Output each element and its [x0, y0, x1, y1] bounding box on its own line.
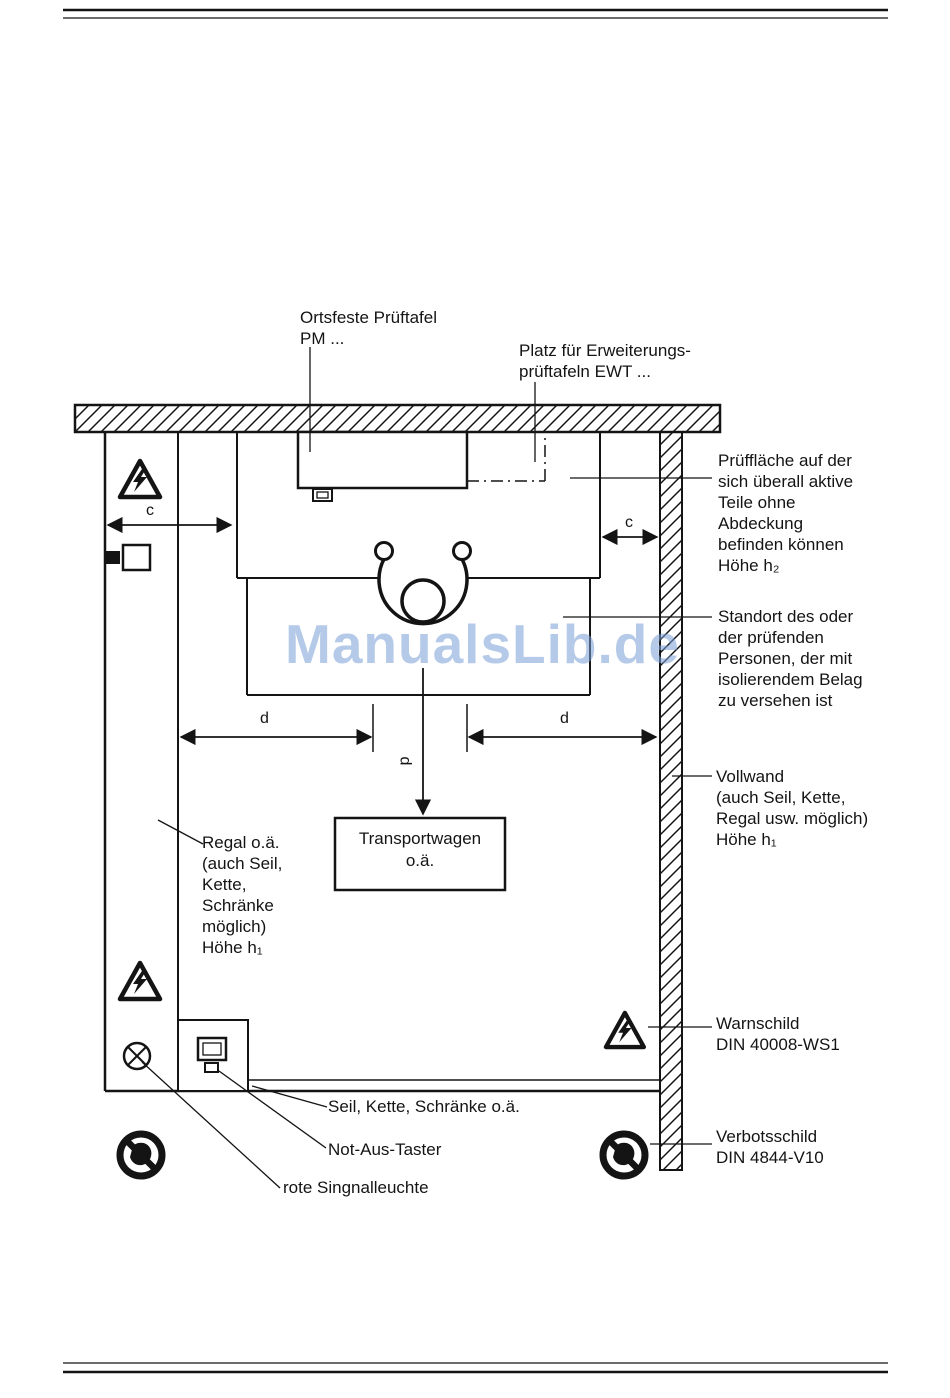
test-panel [296, 430, 469, 490]
label-rote-signalleuchte: rote Singnalleuchte [283, 1178, 429, 1197]
label-verbotsschild: Verbotsschild DIN 4844-V10 [716, 1127, 824, 1167]
transport-box [333, 816, 507, 892]
label-warnschild: Warnschild DIN 40008-WS1 [716, 1014, 840, 1054]
warning-triangle-icon [120, 461, 160, 497]
right-wall [659, 431, 683, 1171]
label-vollwand: Vollwand (auch Seil, Kette, Regal usw. m… [716, 767, 869, 849]
label-regal: Regal o.ä. (auch Seil, Kette, Schränke m… [202, 833, 283, 957]
label-seil-kette: Seil, Kette, Schränke o.ä. [328, 1097, 520, 1116]
label-ortsfeste-prueftafel: Ortsfeste Prüftafel PM ... [300, 308, 437, 348]
panel-button-icon [312, 488, 333, 502]
watermark: ManualsLib.de [285, 613, 680, 675]
prohibition-sign-icon [603, 1134, 645, 1176]
top-wall [73, 403, 722, 434]
dim-d-right: d [560, 710, 569, 727]
label-pruefflaeche: Prüffläche auf der sich überall aktive T… [718, 451, 854, 575]
page-rule-bottom [63, 1362, 888, 1374]
room-outline [103, 432, 660, 1093]
leader-lines [141, 347, 712, 1189]
dim-c-right: c [625, 514, 633, 531]
label-not-aus: Not-Aus-Taster [328, 1140, 442, 1159]
prohibition-sign-icon [120, 1134, 162, 1176]
person-top-view-icon [374, 541, 472, 626]
extension-panel-area [467, 433, 546, 482]
label-standort: Standort des oder der prüfenden Personen… [718, 607, 863, 710]
warning-triangle-icon [120, 963, 160, 999]
dim-c-left: c [146, 502, 154, 519]
warning-triangle-icon [606, 1013, 644, 1047]
emergency-stop-box [177, 1019, 249, 1092]
label-transportwagen: Transportwagen o.ä. [358, 829, 482, 870]
page-rule-top [63, 8, 888, 19]
dim-d-left: d [260, 710, 269, 727]
signal-lamp-icon [106, 543, 152, 572]
standing-area-outline [246, 578, 591, 696]
dim-d-vertical: d [396, 756, 414, 766]
label-platz-erweiterung: Platz für Erweiterungs- prüftafeln EWT .… [519, 341, 691, 381]
dimension-arrows [106, 516, 659, 816]
